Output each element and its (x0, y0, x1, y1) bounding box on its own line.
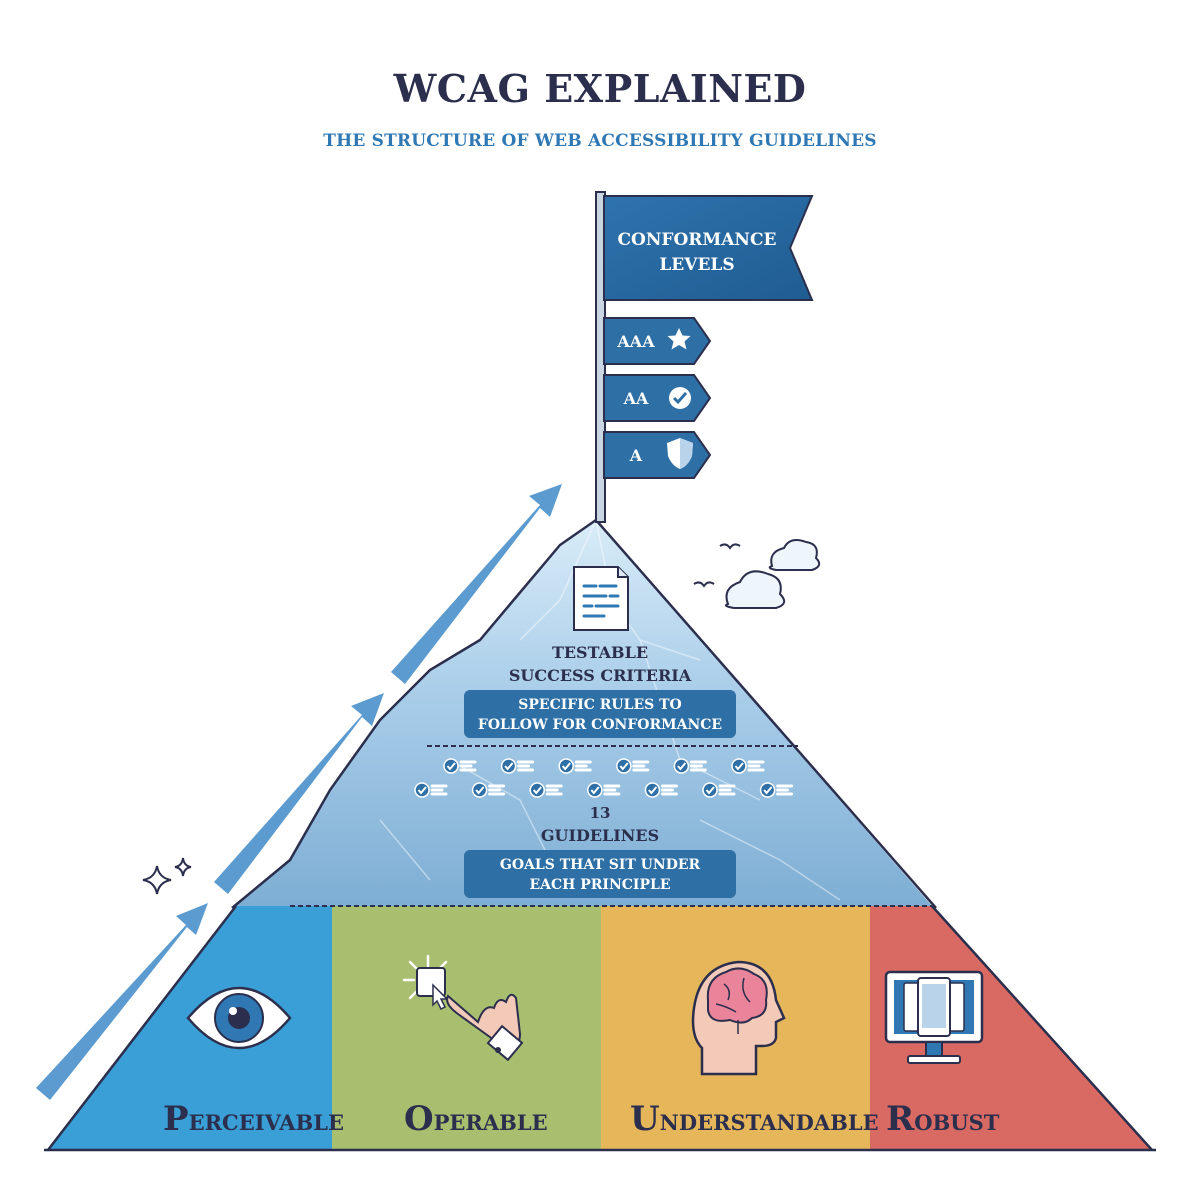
pointing-hand-icon (402, 954, 524, 1062)
bird-icon (693, 543, 741, 588)
principles-band (48, 906, 1152, 1150)
arrow-up-icon (214, 693, 384, 894)
checklist-item-icon (558, 758, 592, 774)
robust-band (870, 906, 1152, 1150)
checklist-item-icon (414, 782, 448, 798)
star-icon (667, 328, 691, 350)
level-aaa: AAA (603, 317, 712, 365)
operable-band (332, 906, 601, 1150)
criteria-desc-box (464, 690, 736, 738)
guidelines-count: 13 (590, 804, 611, 822)
criteria-title-line2: SUCCESS CRITERIA (509, 666, 692, 685)
document-icon (573, 566, 629, 631)
sparkle-icon (142, 857, 192, 895)
guidelines-desc-line2: EACH PRINCIPLE (529, 877, 670, 893)
checklist-item-icon (673, 758, 707, 774)
criteria-title-line1: TESTABLE (552, 643, 648, 662)
guidelines-title: GUIDELINES (541, 826, 659, 845)
checklist-item-icon (529, 782, 563, 798)
checklist-item-icon (471, 782, 506, 798)
cloud-icon (725, 539, 821, 609)
level-aa-label: AA (623, 389, 649, 408)
checklist-item-icon (587, 782, 621, 798)
checklist-item-icon (759, 782, 794, 798)
head-brain-icon (691, 960, 786, 1076)
level-aaa-label: AAA (616, 332, 655, 351)
principle-operable-label: OPERABLE (404, 1099, 548, 1139)
guidelines-desc-box (464, 850, 736, 898)
page-title: WCAG EXPLAINED (393, 66, 807, 111)
arrow-up-icon (36, 903, 208, 1100)
principle-perceivable-label: PERCEIVABLE (163, 1099, 344, 1139)
devices-monitor-icon (884, 970, 984, 1064)
level-aa: AA (603, 374, 712, 422)
level-a: A (603, 431, 712, 479)
principle-understandable-label: UNDERSTANDABLE (630, 1099, 879, 1139)
page-subtitle: THE STRUCTURE OF WEB ACCESSIBILITY GUIDE… (323, 131, 877, 151)
criteria-desc-line1: SPECIFIC RULES TO (518, 697, 681, 713)
checklist-item-icon (443, 758, 477, 774)
checklist-item-icon (702, 782, 736, 798)
flag-title-line2: LEVELS (659, 255, 734, 275)
progress-arrows (36, 484, 562, 1100)
eye-icon (186, 986, 292, 1050)
perceivable-band (48, 906, 332, 1150)
checklist-item-icon (731, 758, 765, 774)
arrow-up-icon (391, 484, 562, 684)
guidelines-desc-line1: GOALS THAT SIT UNDER (500, 857, 701, 873)
principle-robust-label: ROBUST (886, 1099, 1000, 1139)
flag-title-line1: CONFORMANCE (618, 230, 777, 250)
level-a-label: A (629, 446, 643, 465)
guideline-checklist (414, 758, 794, 798)
conformance-flag: CONFORMANCE LEVELS AAA AA A (595, 191, 814, 523)
checklist-item-icon (500, 758, 535, 774)
criteria-desc-line2: FOLLOW FOR CONFORMANCE (478, 717, 722, 733)
checklist-item-icon (616, 758, 650, 774)
checklist-item-icon (644, 782, 678, 798)
